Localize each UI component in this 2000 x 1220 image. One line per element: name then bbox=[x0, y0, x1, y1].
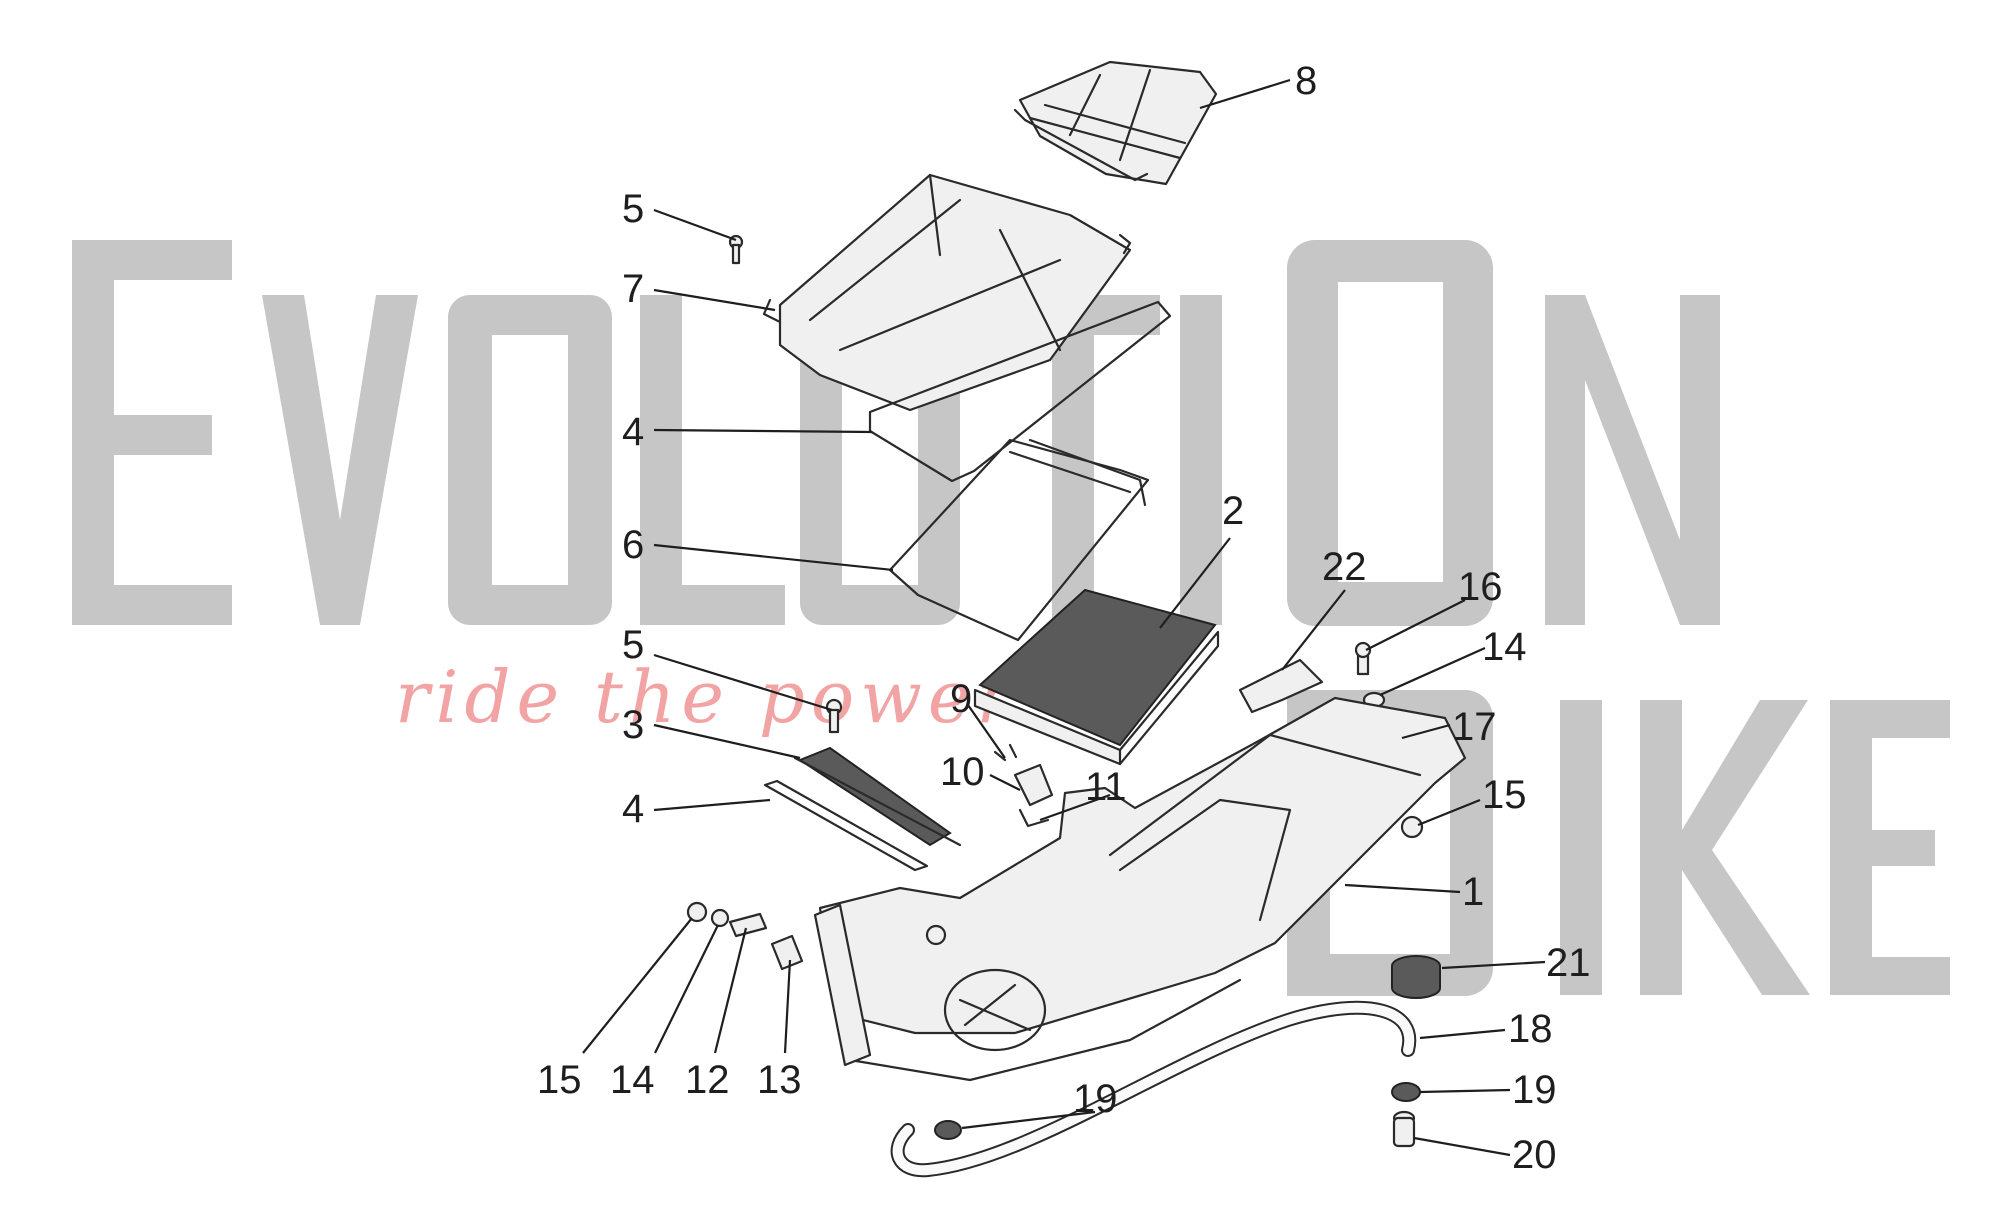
watermark-letter-i2 bbox=[1560, 700, 1602, 995]
callout-14-left: 14 bbox=[610, 1058, 655, 1102]
callout-6: 6 bbox=[622, 523, 644, 567]
callout-15-right: 15 bbox=[1482, 773, 1527, 817]
callout-19-right: 19 bbox=[1512, 1068, 1557, 1112]
callout-22: 22 bbox=[1322, 545, 1367, 589]
part-14-washer-left bbox=[710, 908, 730, 928]
watermark-letter-e2 bbox=[1830, 700, 1950, 995]
watermark-letter-n bbox=[1545, 295, 1720, 625]
callout-21: 21 bbox=[1546, 941, 1591, 985]
callout-16: 16 bbox=[1458, 565, 1503, 609]
part-7-airbox-lid bbox=[762, 173, 1132, 412]
callout-4-upper: 4 bbox=[622, 410, 644, 454]
part-16-bolt bbox=[1354, 641, 1372, 676]
part-13-spacer bbox=[770, 934, 804, 971]
leader-lines bbox=[582, 78, 1546, 1157]
callout-5-upper: 5 bbox=[622, 187, 644, 231]
part-21-grommet bbox=[1391, 955, 1441, 999]
watermark-letter-k bbox=[1640, 700, 1810, 995]
watermark-letter-big-o bbox=[1287, 240, 1493, 626]
part-15-nut-left bbox=[686, 901, 708, 923]
part-5-screw-upper bbox=[728, 234, 744, 265]
part-12-stud bbox=[728, 912, 768, 938]
callout-9: 9 bbox=[950, 677, 972, 721]
callout-19-left: 19 bbox=[1073, 1077, 1118, 1121]
callout-18: 18 bbox=[1508, 1007, 1553, 1051]
part-6-filter-frame bbox=[888, 438, 1150, 642]
part-8-intake-duct bbox=[1013, 60, 1218, 186]
callout-2: 2 bbox=[1222, 489, 1244, 533]
callout-13: 13 bbox=[757, 1058, 802, 1102]
part-20-drain-plug bbox=[1392, 1110, 1416, 1148]
callout-7: 7 bbox=[622, 267, 644, 311]
part-19-clip-left bbox=[934, 1120, 962, 1140]
callout-5-lower: 5 bbox=[622, 623, 644, 667]
part-4-gasket-lower bbox=[763, 779, 929, 872]
part-22-clamp bbox=[1238, 658, 1324, 714]
callout-numbers: 8 5 7 4 6 2 22 16 14 5 9 17 3 10 15 11 4… bbox=[537, 59, 1591, 1177]
callout-20: 20 bbox=[1512, 1133, 1557, 1177]
part-1-airbox-housing bbox=[813, 696, 1467, 1082]
callout-11: 11 bbox=[1085, 765, 1127, 809]
callout-3: 3 bbox=[622, 703, 644, 747]
callout-17: 17 bbox=[1452, 705, 1497, 749]
part-9-10-11-hardware bbox=[993, 743, 1054, 828]
watermark-letter-o bbox=[448, 295, 612, 625]
part-3-intake-cover bbox=[793, 746, 962, 847]
callout-4-lower: 4 bbox=[622, 787, 644, 831]
watermark-letter-i bbox=[1180, 295, 1222, 625]
part-19-clip-right bbox=[1391, 1082, 1421, 1102]
callout-1: 1 bbox=[1462, 870, 1484, 914]
part-2-air-filter bbox=[973, 588, 1220, 766]
callout-14-right: 14 bbox=[1482, 625, 1527, 669]
watermark-letter-l bbox=[640, 295, 785, 625]
part-5-screw-lower bbox=[825, 698, 843, 734]
part-18-drain-hose-inner bbox=[892, 1002, 1415, 1176]
watermark-tagline: ride the power bbox=[395, 655, 1017, 739]
callout-15-left: 15 bbox=[537, 1058, 582, 1102]
watermark-letter-e bbox=[72, 240, 232, 625]
watermark-letter-v bbox=[262, 295, 418, 625]
callout-12: 12 bbox=[685, 1058, 730, 1102]
callout-8: 8 bbox=[1295, 59, 1317, 103]
part-15-nut-right bbox=[1400, 815, 1424, 839]
callout-10: 10 bbox=[940, 750, 985, 794]
